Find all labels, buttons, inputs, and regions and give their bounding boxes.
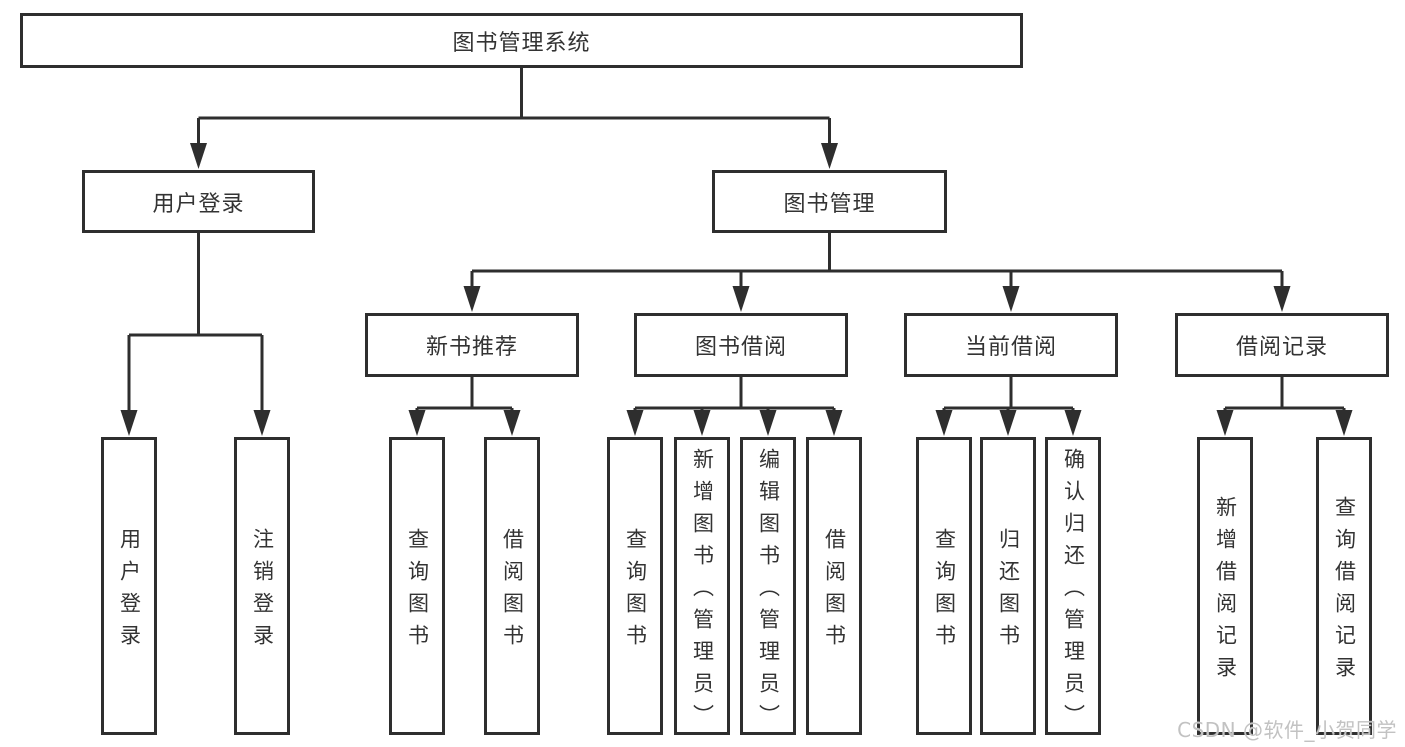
leaf-query-books-borrow-label: 查询图书: [623, 527, 648, 656]
node-new-book-recommend-label: 新书推荐: [425, 335, 518, 360]
leaf-logout-label: 注销登录: [250, 527, 275, 656]
arrow-down-icon: [1216, 410, 1234, 436]
leaf-query-borrow-record: 查询借阅记录: [1316, 437, 1372, 735]
connector-userlogin-drops: [127, 335, 264, 414]
arrow-down-icon: [759, 410, 777, 436]
node-book-management-label: 图书管理: [783, 191, 876, 217]
arrow-down-icon: [1064, 410, 1082, 436]
node-user-login-label: 用户登录: [152, 191, 245, 217]
leaf-query-books-recommend: 查询图书: [389, 437, 445, 735]
node-root-label: 图书管理系统: [452, 30, 591, 56]
node-user-login: 用户登录: [82, 170, 315, 233]
node-book-borrow: 图书借阅: [634, 313, 848, 377]
leaf-query-books-current: 查询图书: [916, 437, 972, 735]
arrow-down-icon: [999, 410, 1017, 436]
arrow-down-icon: [1273, 286, 1291, 312]
arrow-down-icon: [693, 410, 711, 436]
leaf-add-book-admin: 新增图书（管理员）: [674, 437, 730, 736]
leaf-borrow-books-label: 借阅图书: [822, 527, 847, 656]
arrowheads: [120, 143, 1353, 436]
leaf-borrow-books: 借阅图书: [806, 437, 862, 735]
node-current-borrow: 当前借阅: [904, 313, 1118, 377]
arrow-down-icon: [120, 410, 138, 436]
node-borrow-records-label: 借阅记录: [1235, 335, 1328, 360]
arrow-down-icon: [408, 410, 426, 436]
leaf-return-books: 归还图书: [980, 437, 1036, 735]
node-book-borrow-label: 图书借阅: [694, 335, 787, 360]
leaf-return-books-label: 归还图书: [996, 527, 1021, 656]
arrow-down-icon: [825, 410, 843, 436]
arrow-down-icon: [626, 410, 644, 436]
arrow-down-icon: [732, 286, 750, 312]
node-root: 图书管理系统: [20, 13, 1023, 68]
node-book-management: 图书管理: [712, 170, 947, 233]
leaf-confirm-return-admin-label: 确认归还（管理员）: [1061, 447, 1086, 736]
leaf-confirm-return-admin: 确认归还（管理员）: [1045, 437, 1101, 736]
arrow-down-icon: [821, 143, 838, 169]
leaf-logout: 注销登录: [234, 437, 290, 735]
arrow-down-icon: [253, 410, 271, 436]
arrow-down-icon: [1335, 410, 1353, 436]
node-new-book-recommend: 新书推荐: [365, 313, 579, 377]
connector-bookmgmt-drops: [470, 271, 1284, 290]
node-borrow-records: 借阅记录: [1175, 313, 1389, 377]
leaf-query-books-borrow: 查询图书: [607, 437, 663, 735]
arrow-down-icon: [463, 286, 481, 312]
node-current-borrow-label: 当前借阅: [964, 335, 1057, 360]
leaf-add-book-admin-label: 新增图书（管理员）: [690, 447, 715, 736]
leaf-query-books-current-label: 查询图书: [932, 527, 957, 656]
leaf-add-borrow-record: 新增借阅记录: [1197, 437, 1253, 735]
leaf-edit-book-admin-label: 编辑图书（管理员）: [756, 447, 781, 736]
leaf-borrow-books-recommend-label: 借阅图书: [500, 527, 525, 656]
leaf-borrow-books-recommend: 借阅图书: [484, 437, 540, 735]
csdn-watermark: CSDN @软件_小贺同学: [1177, 718, 1397, 742]
arrow-down-icon: [1002, 286, 1020, 312]
arrow-down-icon: [503, 410, 521, 436]
arrow-down-icon: [190, 143, 207, 169]
leaf-query-borrow-record-label: 查询借阅记录: [1332, 495, 1357, 688]
arrow-down-icon: [935, 410, 953, 436]
leaf-query-books-recommend-label: 查询图书: [405, 527, 430, 656]
leaf-user-login-label: 用户登录: [117, 527, 142, 656]
leaf-edit-book-admin: 编辑图书（管理员）: [740, 437, 796, 736]
leaf-add-borrow-record-label: 新增借阅记录: [1213, 495, 1238, 688]
leaf-user-login: 用户登录: [101, 437, 157, 735]
